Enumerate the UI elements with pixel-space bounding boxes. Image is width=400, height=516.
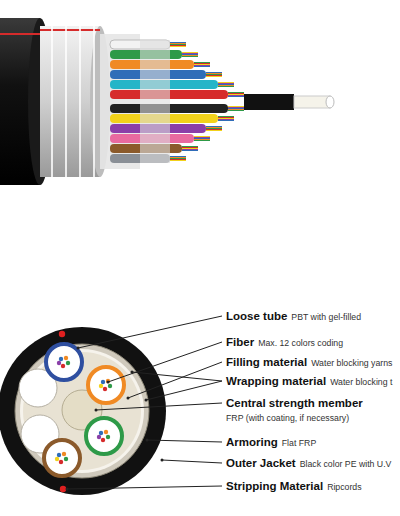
leader-dot — [66, 488, 69, 491]
part-description: Water blocking t — [330, 377, 392, 387]
part-description: Max. 12 colors coding — [258, 338, 343, 348]
leader-dot — [131, 371, 134, 374]
label-row: Outer Jacket Black color PE with U.V — [226, 457, 391, 469]
part-name: Loose tube — [226, 310, 287, 322]
label-row: Fiber Max. 12 colors coding — [226, 336, 343, 348]
leader-dot — [161, 459, 164, 462]
leader-line — [78, 316, 222, 348]
part-description: Water blocking yarns — [311, 358, 392, 368]
leader-line — [147, 440, 222, 442]
label-row: Filling material Water blocking yarns — [226, 356, 392, 368]
leader-line — [96, 403, 222, 410]
leader-dot — [77, 347, 80, 350]
leader-line — [132, 372, 222, 381]
part-name: Fiber — [226, 336, 254, 348]
label-row: Wrapping material Water blocking t — [226, 375, 392, 387]
leader-dot — [95, 409, 98, 412]
part-name: Outer Jacket — [226, 457, 296, 469]
leader-dot — [146, 439, 149, 442]
leader-dot — [145, 399, 148, 402]
part-name: Wrapping material — [226, 375, 326, 387]
part-name: Armoring — [226, 436, 278, 448]
label-row: Stripping Material Ripcords — [226, 480, 362, 492]
leader-line — [108, 342, 222, 382]
part-description: Ripcords — [327, 482, 361, 492]
label-row: Loose tube PBT with gel-filled — [226, 310, 361, 322]
part-description: Flat FRP — [282, 438, 316, 448]
leader-line — [67, 486, 222, 489]
leader-dot — [107, 381, 110, 384]
leader-dot — [127, 397, 130, 400]
leader-line — [162, 460, 222, 463]
leader-line — [146, 381, 222, 400]
part-name: Stripping Material — [226, 480, 323, 492]
part-description: Black color PE with U.V — [300, 459, 392, 469]
part-name: Central strength member — [226, 397, 363, 409]
label-row: Central strength member — [226, 397, 363, 409]
label-row: FRP (with coating, if necessary) — [226, 413, 349, 423]
label-row: Armoring Flat FRP — [226, 436, 316, 448]
part-description: PBT with gel-filled — [291, 312, 361, 322]
part-description: FRP (with coating, if necessary) — [226, 413, 349, 423]
part-name: Filling material — [226, 356, 307, 368]
